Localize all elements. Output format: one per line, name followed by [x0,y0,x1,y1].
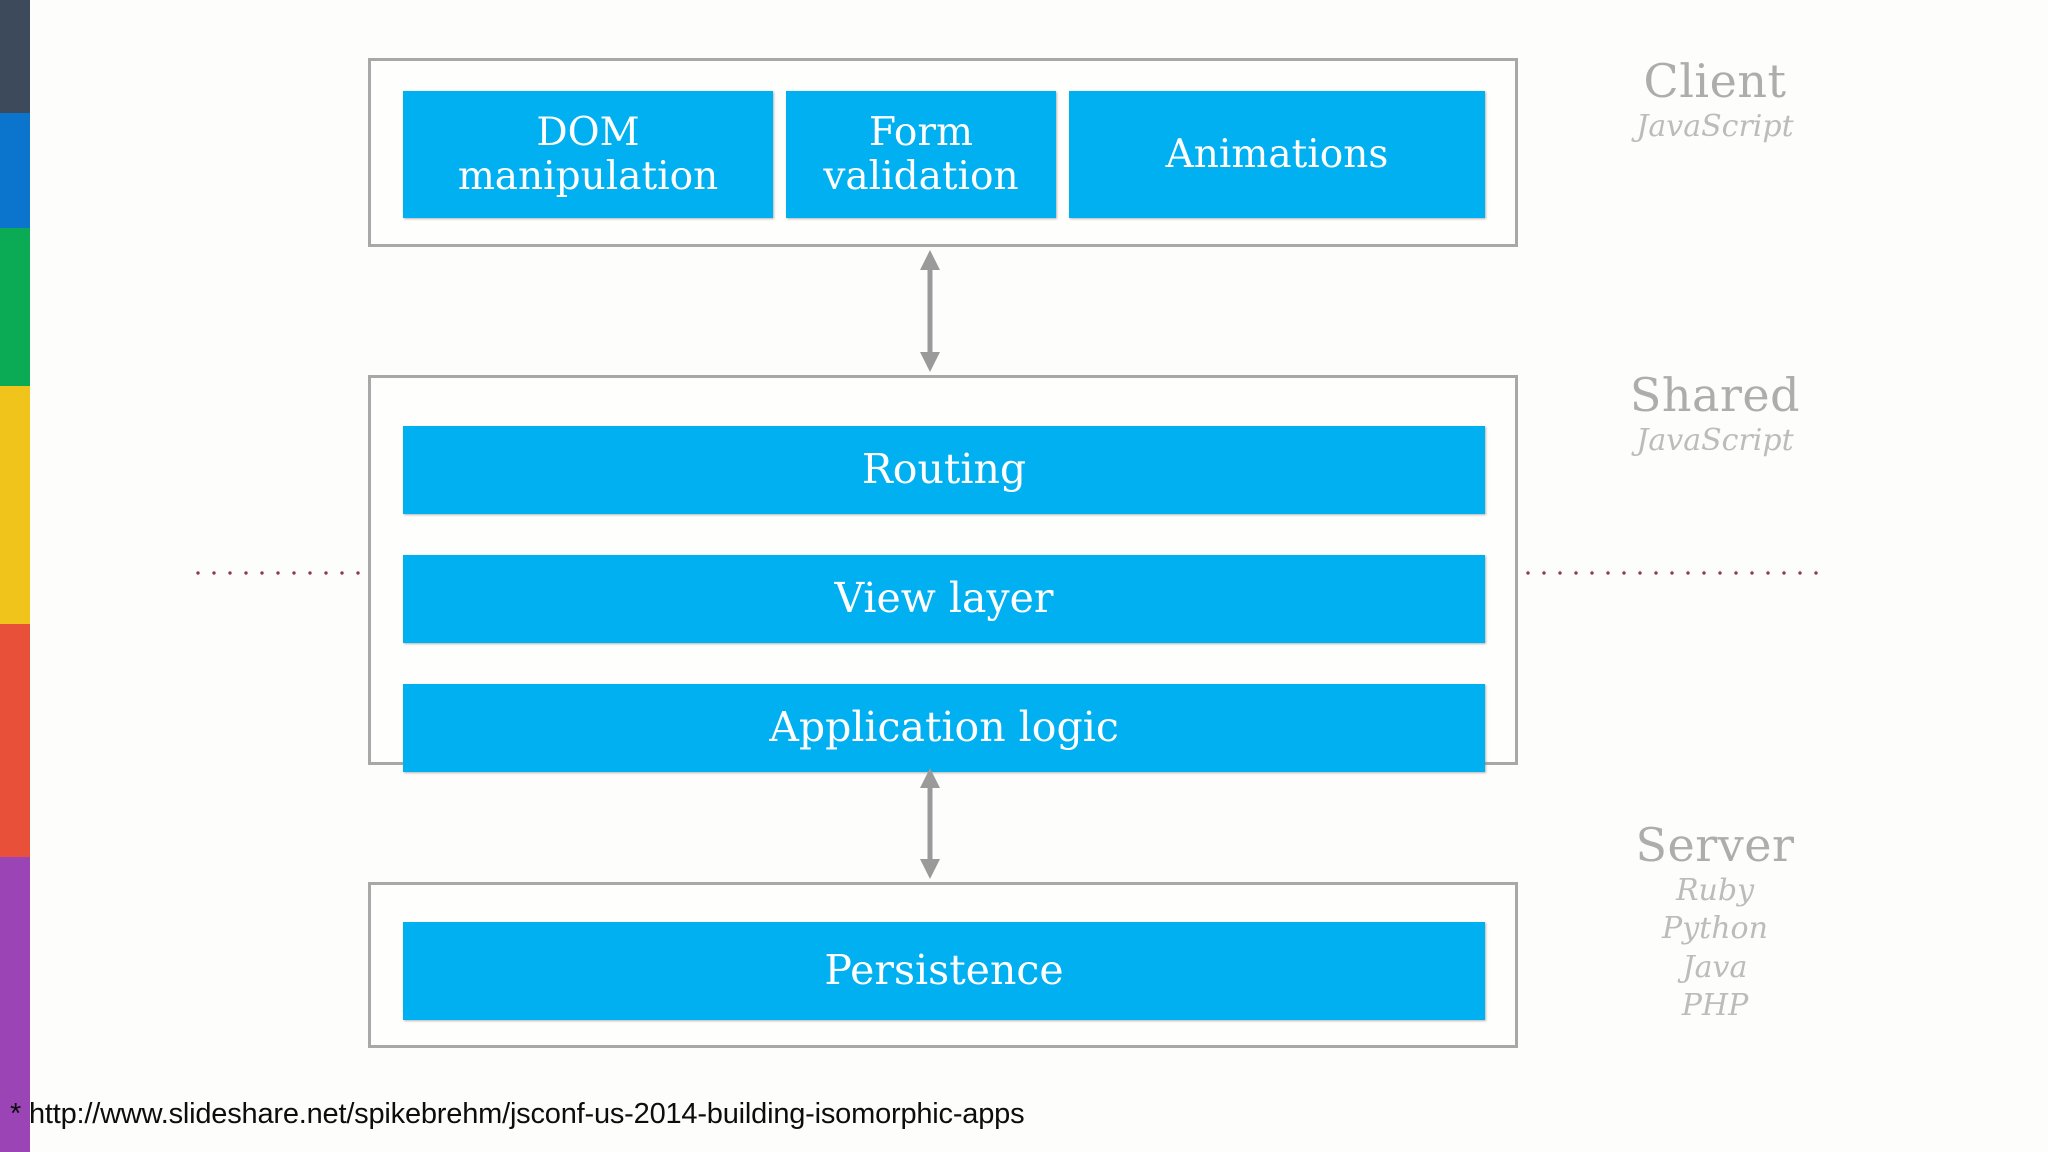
rail-segment-purple [0,857,30,1152]
block-form-validation-line1: Form [868,109,974,155]
connector-client-shared-arrow [910,250,950,372]
tier-label-server-sub-java: Java [1682,949,1748,985]
rail-segment-red [0,624,30,857]
block-application-logic[interactable]: Application logic [403,684,1485,772]
tier-label-client-title: Client [1643,54,1787,108]
connector-shared-server-arrow [910,768,950,879]
slide-canvas: DOM manipulation Form validation Animati… [30,0,2048,1152]
block-animations[interactable]: Animations [1069,91,1485,218]
block-persistence-label: Persistence [824,946,1064,995]
block-routing-label: Routing [861,445,1027,494]
tier-container-client: DOM manipulation Form validation Animati… [368,58,1518,247]
double-arrow-icon [920,250,940,372]
dotted-guide-line-right [1520,570,1820,576]
left-color-rail [0,0,30,1152]
block-form-validation[interactable]: Form validation [786,91,1056,218]
tier-container-shared: Routing View layer Application logic [368,375,1518,772]
rail-segment-green [0,228,30,386]
tier-label-server-title: Server [1635,818,1795,872]
block-dom-manipulation[interactable]: DOM manipulation [403,91,773,218]
block-animations-label: Animations [1165,131,1389,177]
tier-container-server: Persistence [368,882,1518,1048]
tier-label-server-sub-ruby: Ruby [1675,873,1755,908]
tier-label-shared: Shared JavaScript [1560,368,1870,460]
block-view-layer-label: View layer [834,574,1054,623]
rail-segment-yellow [0,386,30,624]
block-routing[interactable]: Routing [403,426,1485,514]
dotted-guide-line-left [190,570,450,576]
tier-label-client: Client JavaScript [1560,54,1870,146]
tier-label-shared-sub: JavaScript [1636,423,1794,458]
tier-label-server: Server Ruby Python Java PHP [1560,818,1870,1026]
tier-label-server-sub-php: PHP [1681,988,1749,1024]
double-arrow-icon [920,768,940,879]
block-persistence[interactable]: Persistence [403,922,1485,1020]
tier-label-server-sub-python: Python [1662,911,1768,947]
tier-label-client-sub: JavaScript [1636,109,1794,144]
tier-label-shared-title: Shared [1629,368,1801,422]
client-block-row: DOM manipulation Form validation Animati… [403,91,1485,218]
block-dom-manipulation-line1: DOM [536,109,640,155]
block-view-layer[interactable]: View layer [403,555,1485,643]
block-dom-manipulation-line2: manipulation [457,153,719,199]
block-application-logic-label: Application logic [769,703,1119,752]
rail-segment-navy [0,0,30,113]
footer-source-note: * http://www.slideshare.net/spikebrehm/j… [10,1098,1025,1130]
rail-segment-blue [0,113,30,228]
block-form-validation-line2: validation [823,153,1019,199]
